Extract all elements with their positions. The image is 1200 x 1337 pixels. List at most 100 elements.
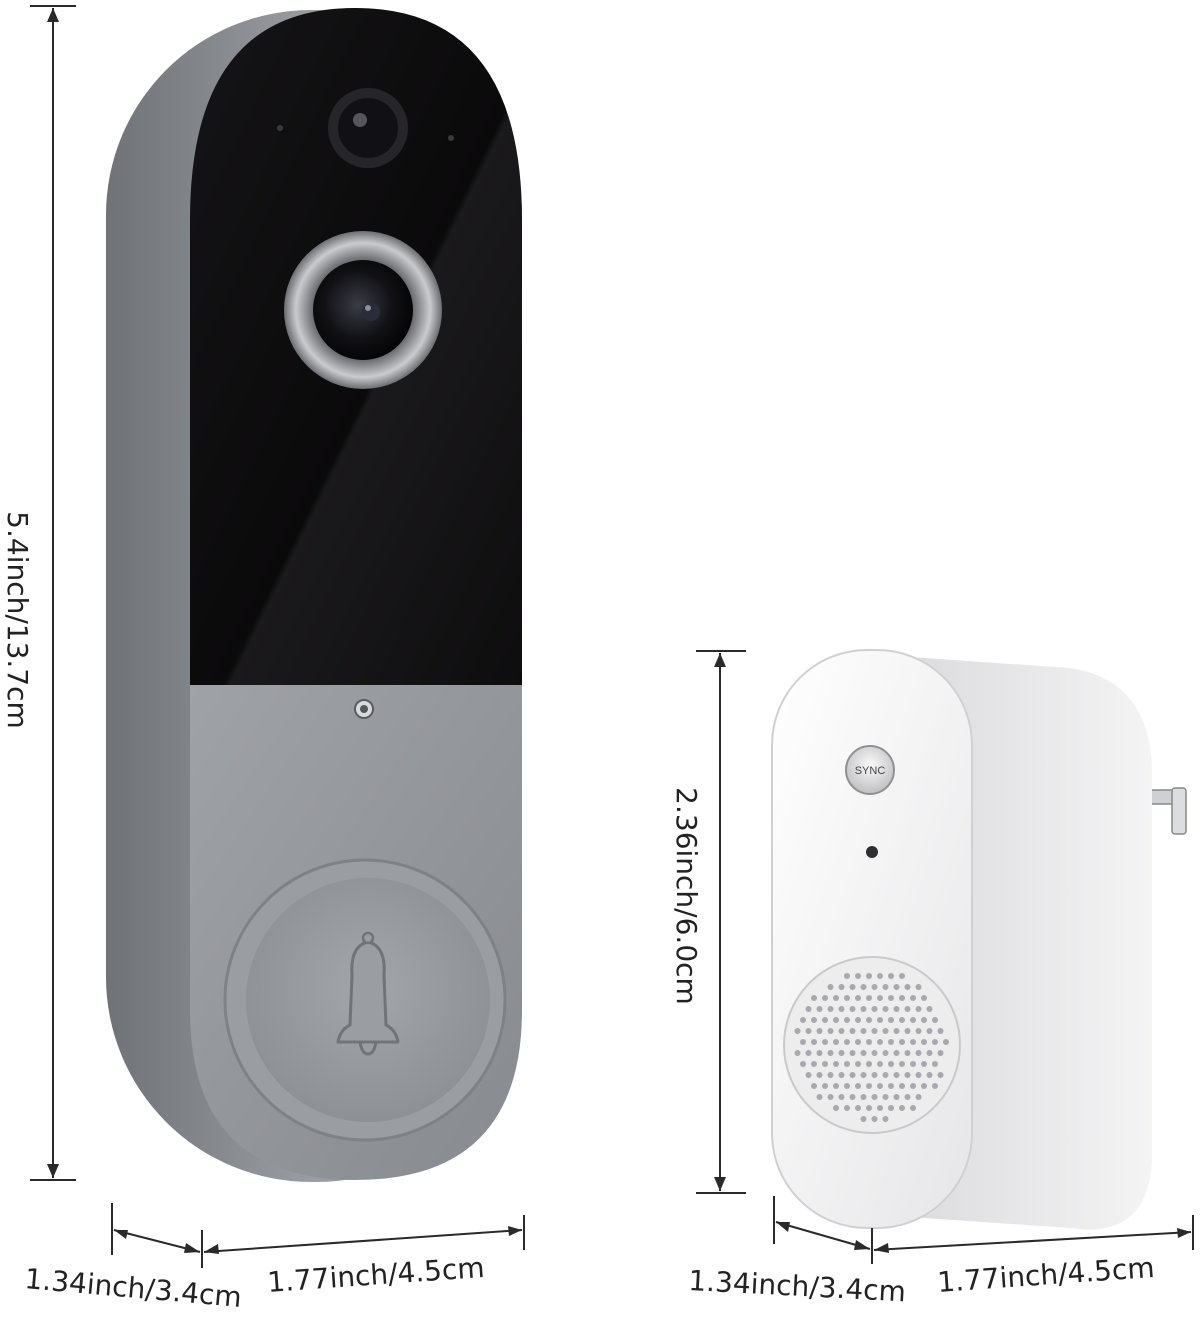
grille-hole: [888, 1105, 894, 1111]
grille-hole: [860, 1050, 867, 1056]
grille-hole: [844, 1083, 850, 1089]
grille-hole: [822, 1083, 828, 1089]
grille-hole: [904, 1028, 911, 1034]
grille-hole: [882, 1028, 889, 1034]
grille-hole: [899, 1017, 905, 1023]
grille-hole: [866, 1039, 872, 1045]
grille-hole: [893, 984, 900, 990]
grille-hole: [811, 1039, 817, 1045]
grille-hole: [910, 1017, 916, 1023]
sync-button-label: SYNC: [855, 765, 886, 777]
speaker-grille: [794, 973, 949, 1122]
grille-hole: [943, 1039, 949, 1045]
grille-hole: [844, 1039, 850, 1045]
grille-hole: [822, 995, 828, 1001]
chime-front-face: [771, 649, 973, 1229]
grille-hole: [827, 1094, 834, 1100]
grille-hole: [860, 1094, 867, 1100]
plug-in-chime: SYNC: [771, 649, 1187, 1230]
grille-hole: [915, 1094, 922, 1100]
grille-hole: [888, 1039, 894, 1045]
grille-hole: [855, 1061, 861, 1067]
grille-hole: [827, 1072, 834, 1078]
grille-hole: [855, 995, 861, 1001]
grille-hole: [844, 995, 850, 1001]
grille-hole: [838, 1094, 845, 1100]
grille-hole: [833, 1039, 839, 1045]
grille-hole: [860, 984, 867, 990]
grille-hole: [910, 1083, 916, 1089]
grille-hole: [811, 1017, 817, 1023]
chime-width-label: 1.77inch/4.5cm: [936, 1251, 1155, 1299]
grille-hole: [844, 973, 850, 979]
grille-hole: [893, 1094, 900, 1100]
grille-hole: [866, 973, 872, 979]
grille-hole: [838, 1006, 845, 1012]
grille-hole: [855, 1083, 861, 1089]
grille-hole: [871, 1094, 878, 1100]
grille-hole: [910, 1039, 916, 1045]
grille-hole: [877, 1083, 883, 1089]
microphone-dot: [448, 135, 454, 141]
grille-hole: [860, 1006, 867, 1012]
grille-hole: [921, 1017, 927, 1023]
doorbell-height-label: 5.4inch/13.7cm: [1, 511, 34, 729]
grille-hole: [833, 995, 839, 1001]
grille-hole: [926, 1072, 933, 1078]
grille-hole: [899, 1061, 905, 1067]
grille-hole: [822, 1039, 828, 1045]
grille-hole: [915, 1072, 922, 1078]
grille-hole: [910, 1105, 916, 1111]
grille-hole: [866, 1017, 872, 1023]
grille-hole: [899, 995, 905, 1001]
grille-hole: [877, 995, 883, 1001]
grille-hole: [844, 1017, 850, 1023]
grille-hole: [849, 1072, 856, 1078]
grille-hole: [827, 1006, 834, 1012]
grille-hole: [899, 1083, 905, 1089]
grille-hole: [882, 1050, 889, 1056]
grille-hole: [849, 1006, 856, 1012]
grille-hole: [849, 1094, 856, 1100]
grille-hole: [882, 1094, 889, 1100]
grille-hole: [866, 1061, 872, 1067]
chime-depth-label: 1.34inch/3.4cm: [688, 1264, 907, 1308]
grille-hole: [800, 1017, 806, 1023]
grille-hole: [838, 1028, 845, 1034]
chime-status-light: [866, 846, 878, 858]
grille-hole: [904, 984, 911, 990]
grille-hole: [833, 1061, 839, 1067]
grille-hole: [921, 1061, 927, 1067]
grille-hole: [855, 1105, 861, 1111]
grille-hole: [816, 1006, 823, 1012]
grille-hole: [871, 1072, 878, 1078]
grille-hole: [877, 1039, 883, 1045]
grille-hole: [915, 1028, 922, 1034]
grille-hole: [866, 1083, 872, 1089]
grille-hole: [910, 995, 916, 1001]
grille-hole: [827, 1028, 834, 1034]
grille-hole: [882, 984, 889, 990]
grille-hole: [855, 1039, 861, 1045]
grille-hole: [882, 1006, 889, 1012]
grille-hole: [822, 1061, 828, 1067]
grille-hole: [822, 1017, 828, 1023]
plug-prong: [1171, 787, 1187, 835]
grille-hole: [888, 1061, 894, 1067]
grille-hole: [915, 1006, 922, 1012]
chime-height-label: 2.36inch/6.0cm: [670, 787, 703, 1005]
grille-hole: [904, 1094, 911, 1100]
grille-hole: [860, 1116, 867, 1122]
grille-hole: [893, 1050, 900, 1056]
microphone-dot: [277, 125, 283, 131]
grille-hole: [937, 1072, 944, 1078]
grille-hole: [932, 1083, 938, 1089]
grille-hole: [932, 1061, 938, 1067]
grille-hole: [882, 1116, 889, 1122]
grille-hole: [937, 1028, 944, 1034]
grille-hole: [805, 1050, 812, 1056]
grille-hole: [899, 1105, 905, 1111]
grille-hole: [871, 1050, 878, 1056]
grille-hole: [888, 995, 894, 1001]
